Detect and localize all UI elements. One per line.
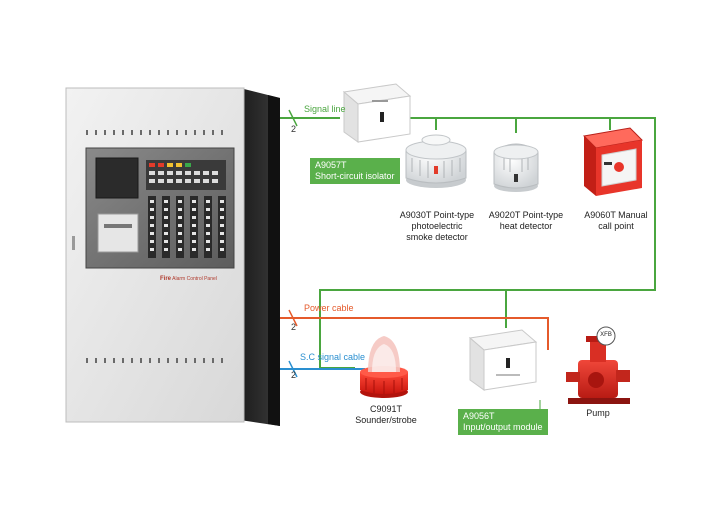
heat-detector-line1: A9020T Point-type	[488, 210, 564, 220]
sounder-line1: C9091T	[369, 404, 403, 414]
power-cable-count: 2	[291, 322, 297, 332]
signal-line-tick	[288, 109, 298, 127]
heat-detector-device	[493, 143, 539, 192]
isolator-label-box: A9057T Short-circuit isolator	[310, 158, 400, 184]
heat-detector-line2: heat detector	[499, 221, 553, 231]
pump-device	[566, 326, 630, 404]
panel-brand-label: Fire Alarm Control Panel	[160, 276, 217, 282]
input-output-module-device	[468, 329, 538, 391]
pump-badge: XFB	[600, 332, 612, 338]
smoke-detector-line3: smoke detector	[406, 232, 468, 242]
sounder-label: C9091T Sounder/strobe	[348, 404, 424, 426]
manual-call-point-line2: call point	[598, 221, 634, 231]
sc-signal-cable-label: S.C signal cable	[300, 352, 366, 362]
smoke-detector-line2: photoelectric	[411, 221, 463, 231]
sc-signal-cable-tick	[288, 360, 298, 378]
fire-alarm-control-panel	[65, 87, 280, 426]
manual-call-point-line1: A9060T Manual	[584, 210, 648, 220]
sounder-strobe-device	[360, 336, 408, 398]
smoke-detector-device	[405, 134, 467, 188]
manual-call-point-label: A9060T Manual call point	[576, 210, 656, 232]
panel-brand-text: Fire	[160, 276, 172, 282]
signal-line-count: 2	[291, 124, 297, 134]
panel-vent-top	[86, 130, 223, 135]
smoke-detector-label: A9030T Point-type photoelectric smoke de…	[394, 210, 480, 243]
manual-call-point-device	[582, 127, 644, 196]
isolator-name: Short-circuit isolator	[315, 171, 395, 181]
io-module-code: A9056T	[463, 411, 495, 421]
isolator-code: A9057T	[315, 160, 347, 170]
panel-subtitle-text: Alarm Control Panel	[172, 276, 217, 282]
signal-line-label: Signal line	[304, 104, 346, 114]
power-cable-wiring	[262, 317, 549, 350]
io-module-label-box: A9056T Input/output module	[458, 409, 548, 435]
smoke-detector-line1: A9030T Point-type	[399, 210, 475, 220]
power-cable-label: Power cable	[304, 303, 354, 313]
pump-label: Pump	[586, 408, 610, 418]
panel-keypad	[146, 160, 226, 190]
panel-vent-bottom	[86, 358, 223, 363]
power-cable-tick	[288, 309, 298, 327]
sounder-line2: Sounder/strobe	[355, 415, 417, 425]
panel-led-columns	[148, 196, 226, 258]
io-module-name: Input/output module	[463, 422, 543, 432]
short-circuit-isolator-device	[342, 83, 412, 143]
sc-signal-cable-count: 2	[291, 370, 297, 380]
heat-detector-label: A9020T Point-type heat detector	[484, 210, 568, 232]
